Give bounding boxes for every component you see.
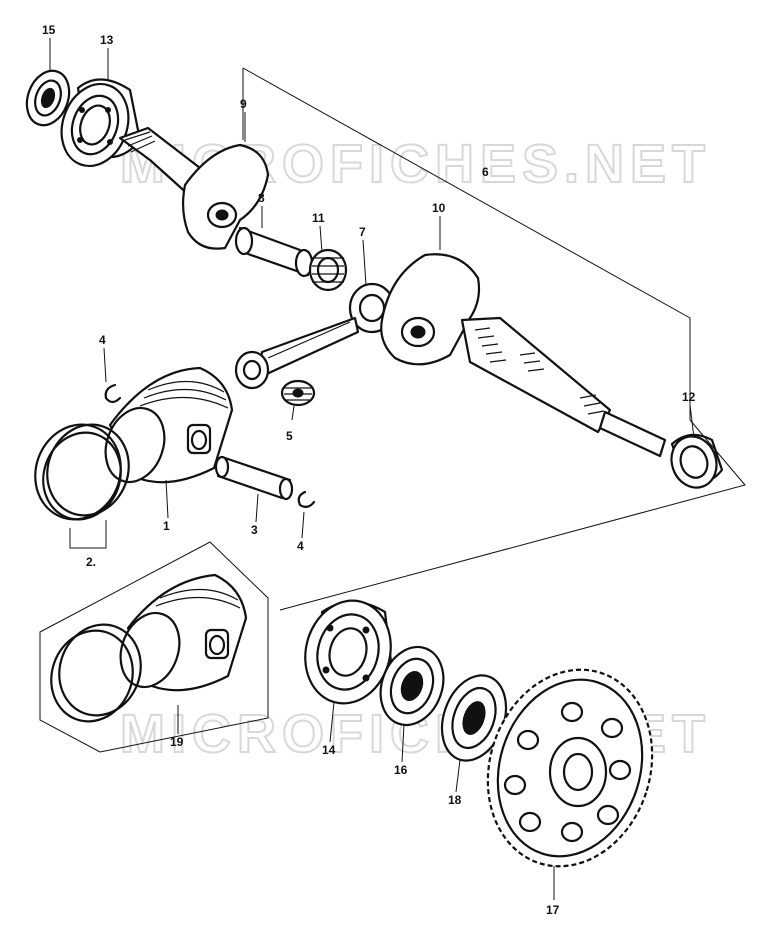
part-7-connecting-rod (234, 282, 396, 390)
callout-labels: 15 13 9 6 8 11 7 10 4 5 12 1 2. 3 4 19 1… (42, 23, 696, 917)
part-3-piston-pin (214, 455, 294, 501)
part-14-bearing (304, 599, 394, 705)
callout-7: 7 (359, 225, 366, 239)
callout-13: 13 (100, 33, 114, 47)
leader-group-19 (279, 419, 746, 611)
callout-2: 2. (86, 555, 96, 569)
callout-18: 18 (448, 793, 462, 807)
callout-leaders (49, 38, 695, 900)
callout-4-lower: 4 (297, 539, 304, 553)
callout-12: 12 (682, 390, 696, 404)
crankshaft-group-outline (242, 67, 691, 420)
part-19-piston-set (39, 541, 269, 753)
callout-5: 5 (286, 429, 293, 443)
part-10-crank-half-right (380, 253, 667, 458)
part-2-piston-rings (34, 423, 130, 549)
callout-16: 16 (394, 763, 408, 777)
part-9-crank-half-left (118, 126, 270, 250)
part-15-oil-seal (25, 69, 71, 127)
part-4-circlip-upper (104, 383, 122, 404)
part-11-needle-bearing (308, 248, 348, 292)
callout-17: 17 (546, 903, 560, 917)
part-1-piston (104, 366, 234, 484)
callout-8: 8 (258, 191, 265, 205)
callout-19: 19 (170, 735, 184, 749)
part-16-oil-seal (379, 645, 445, 727)
part-17-sprocket (486, 668, 654, 868)
callout-14: 14 (322, 743, 336, 757)
callout-4-upper: 4 (99, 333, 106, 347)
callout-3: 3 (251, 523, 258, 537)
part-5-needle-bearing (280, 379, 316, 407)
callout-6: 6 (482, 165, 489, 179)
part-8-crank-pin (234, 226, 314, 278)
callout-1: 1 (163, 519, 170, 533)
callout-10: 10 (432, 201, 446, 215)
part-4-circlip-lower (297, 490, 316, 509)
callout-15: 15 (42, 23, 56, 37)
callout-9: 9 (240, 97, 247, 111)
part-18-oil-seal (440, 674, 508, 762)
callout-11: 11 (312, 211, 325, 225)
part-12-bearing (670, 433, 724, 489)
